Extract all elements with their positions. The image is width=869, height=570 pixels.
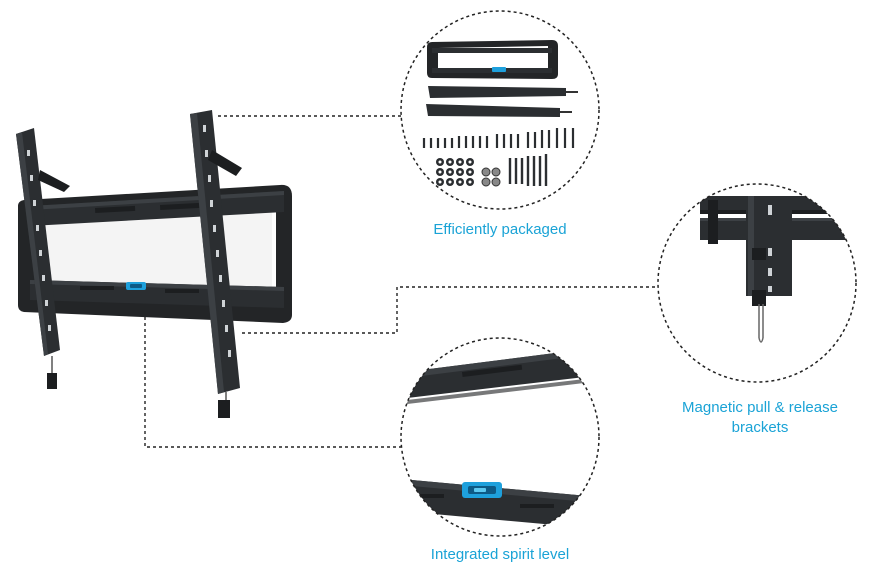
- connector-spirit: [144, 305, 401, 448]
- spirit-level-icon: [401, 346, 599, 530]
- detail-packaged: [400, 10, 600, 210]
- connector-magnetic: [242, 286, 658, 334]
- caption-magnetic-line1: Magnetic pull & release: [682, 399, 838, 416]
- connector-lines: [144, 115, 658, 448]
- caption-efficiently-packaged: Efficiently packaged: [433, 221, 567, 238]
- caption-magnetic-line2: brackets: [731, 419, 789, 436]
- tv-mount-image: [16, 110, 292, 418]
- detail-magnetic: [657, 183, 857, 383]
- caption-magnetic-release: Magnetic pull & release brackets: [640, 398, 869, 438]
- detail-spirit: [400, 337, 600, 537]
- caption-spirit-level: Integrated spirit level: [430, 546, 570, 563]
- hardware-kit-icon: [422, 40, 578, 187]
